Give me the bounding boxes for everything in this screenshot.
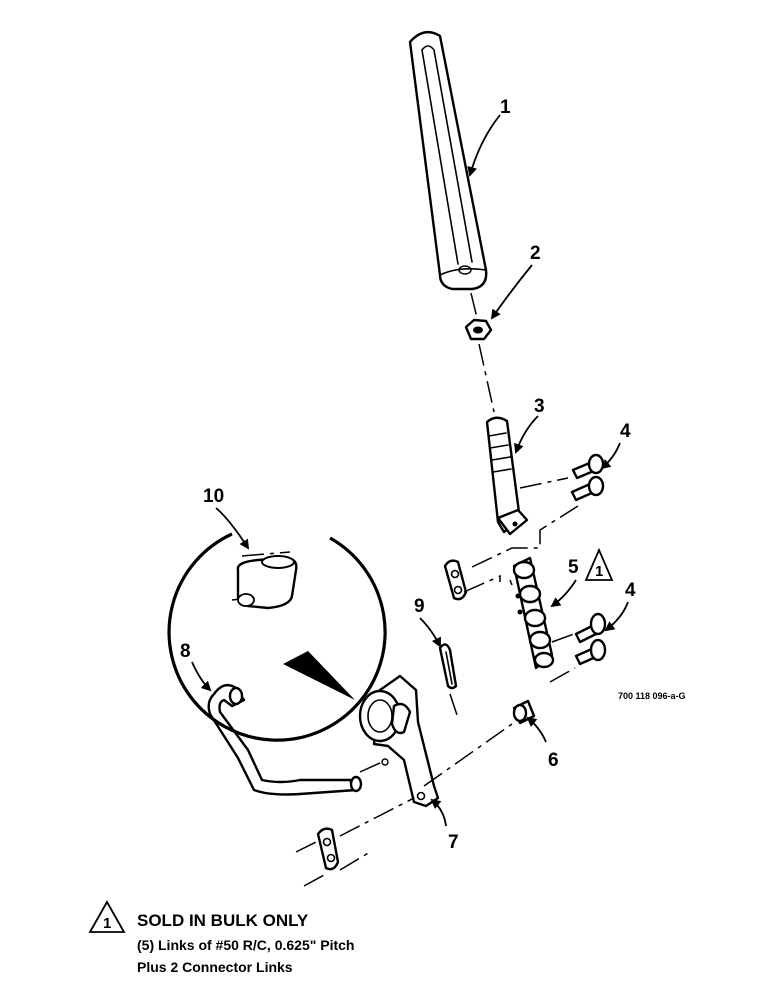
upper-bolts-part <box>570 453 605 502</box>
assembly-centerlines <box>295 292 579 887</box>
callout-4-lower: 4 <box>625 580 636 601</box>
drawing-number: 700 118 096-a-G <box>618 691 686 701</box>
bulk-flag-triangle: 1 <box>584 547 614 581</box>
bulk-note: 1 SOLD IN BULK ONLY (5) Links of #50 R/C… <box>88 900 355 975</box>
lower-bolts-part <box>574 612 607 666</box>
bent-rod-part <box>207 683 363 796</box>
lever-arm-part <box>358 674 440 808</box>
callout-4-upper: 4 <box>620 421 631 442</box>
connector-plate-lower <box>316 827 340 871</box>
note-line-2: Plus 2 Connector Links <box>137 959 293 975</box>
callout-9: 9 <box>414 596 425 617</box>
detail-inset <box>167 532 387 742</box>
hex-nut-part <box>464 318 493 341</box>
bulk-flag-number: 1 <box>595 563 603 580</box>
handle-grip-part <box>408 30 488 291</box>
callout-2: 2 <box>530 243 541 264</box>
callout-3: 3 <box>534 396 545 417</box>
callout-7: 7 <box>448 832 459 853</box>
callout-8: 8 <box>180 641 191 662</box>
threaded-rod-part <box>485 416 529 536</box>
note-title: SOLD IN BULK ONLY <box>137 911 309 930</box>
note-line-1: (5) Links of #50 R/C, 0.625" Pitch <box>137 937 355 953</box>
callout-6: 6 <box>548 750 559 771</box>
leader-arrows <box>191 114 629 827</box>
connector-plate-upper <box>443 559 468 601</box>
callout-10: 10 <box>203 486 224 507</box>
callout-1: 1 <box>500 97 511 118</box>
callout-5: 5 <box>568 557 579 578</box>
roller-chain-part <box>512 556 555 670</box>
note-flag-number: 1 <box>103 915 111 932</box>
cotter-pin-part <box>438 643 458 690</box>
